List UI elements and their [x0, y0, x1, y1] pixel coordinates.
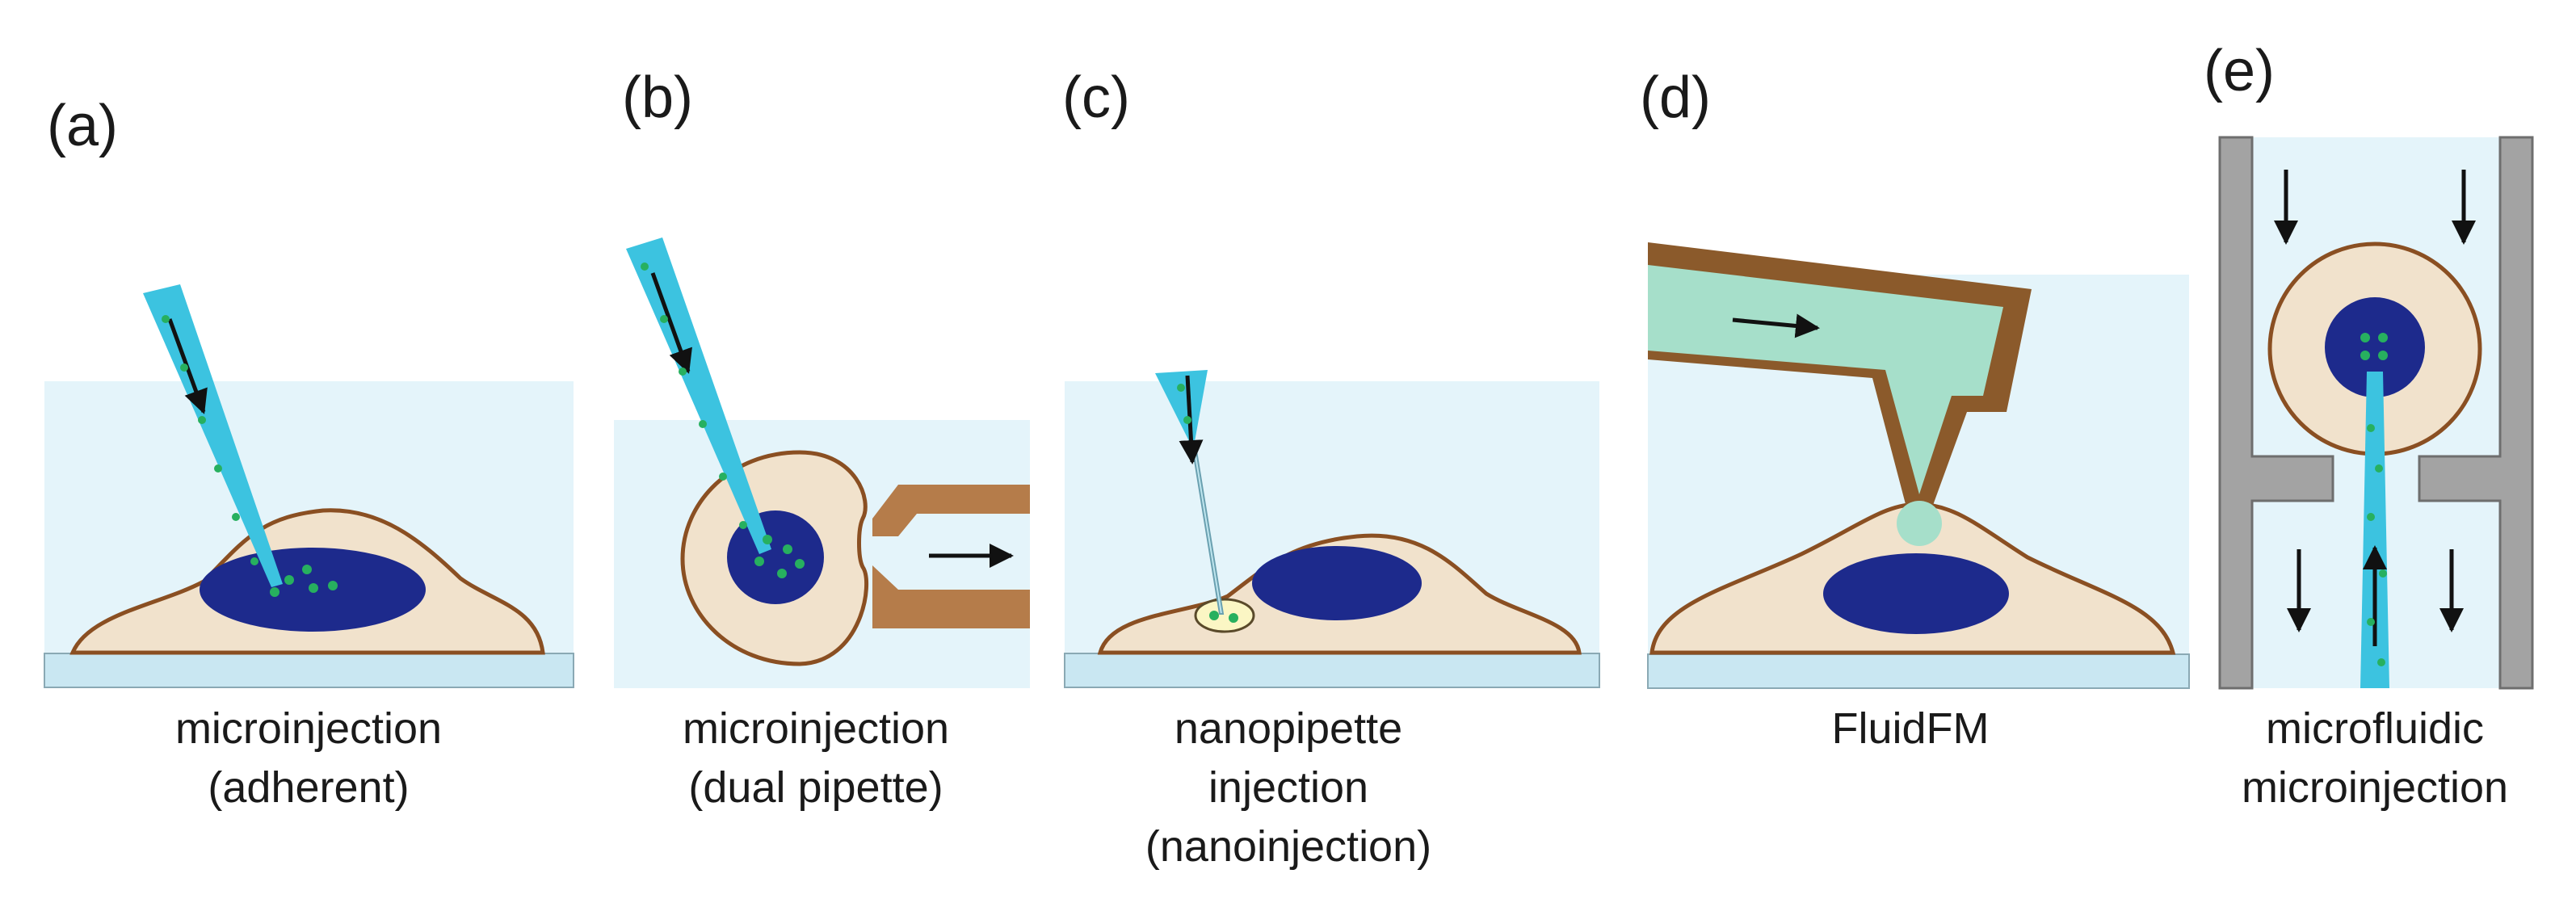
panel-e-nucleus [2325, 297, 2425, 397]
panel-e-caption-line1: microfluidic [2266, 704, 2484, 753]
panel-b-particles [641, 263, 805, 578]
panel-b-holding-pipette [872, 485, 1030, 628]
panel-c-particles [1177, 384, 1238, 623]
panel-e-caption-line2: microinjection [2242, 763, 2508, 812]
panel-c: (c) nanopipette injection (nanoinjection… [1062, 65, 1600, 871]
panel-d: (d) FluidFM [1640, 65, 2190, 753]
panel-a-caption-line2: (adherent) [208, 763, 409, 812]
panel-b: (b) microinjection (dual pipette) [614, 65, 1030, 812]
panel-d-flow-arrow [1732, 313, 1820, 338]
panel-b-flow-arrow [650, 272, 692, 374]
panel-d-fluid-droplet [1897, 501, 1942, 546]
panel-c-label: (c) [1062, 65, 1130, 130]
panel-a-label: (a) [47, 94, 118, 158]
panel-b-caption-line2: (dual pipette) [688, 763, 943, 812]
panel-a-substrate [44, 653, 574, 688]
panel-e-right-wall [2418, 136, 2534, 690]
panel-c-nucleus [1252, 546, 1422, 620]
panel-c-nanopipette [1155, 370, 1208, 446]
panel-a: (a) microinjection (adherent) [44, 94, 574, 812]
panel-b-label: (b) [622, 65, 693, 130]
panel-e-injection-needle [2360, 372, 2389, 688]
panel-c-target-compartment [1194, 598, 1255, 633]
panel-c-caption-line1: nanopipette [1175, 704, 1402, 753]
panel-a-pipette [143, 284, 283, 587]
panel-b-caption-line1: microinjection [683, 704, 949, 753]
panel-c-substrate [1064, 653, 1600, 688]
panel-d-caption: FluidFM [1831, 704, 1989, 753]
panel-e-particles [2360, 333, 2388, 666]
panel-d-microchannel [1648, 265, 2003, 494]
panel-a-caption-line1: microinjection [175, 704, 442, 753]
panel-e-left-wall [2218, 136, 2334, 690]
panel-d-substrate [1647, 653, 2190, 689]
panel-e: (e) microfluidic microinjection [2204, 39, 2534, 812]
panel-a-particles [162, 315, 338, 597]
panel-e-label: (e) [2204, 39, 2275, 103]
panel-d-label: (d) [1640, 65, 1711, 130]
panel-c-caption-line3: (nanoinjection) [1145, 822, 1431, 871]
panel-d-nucleus [1823, 553, 2009, 634]
panel-c-caption-line2: injection [1208, 763, 1368, 812]
